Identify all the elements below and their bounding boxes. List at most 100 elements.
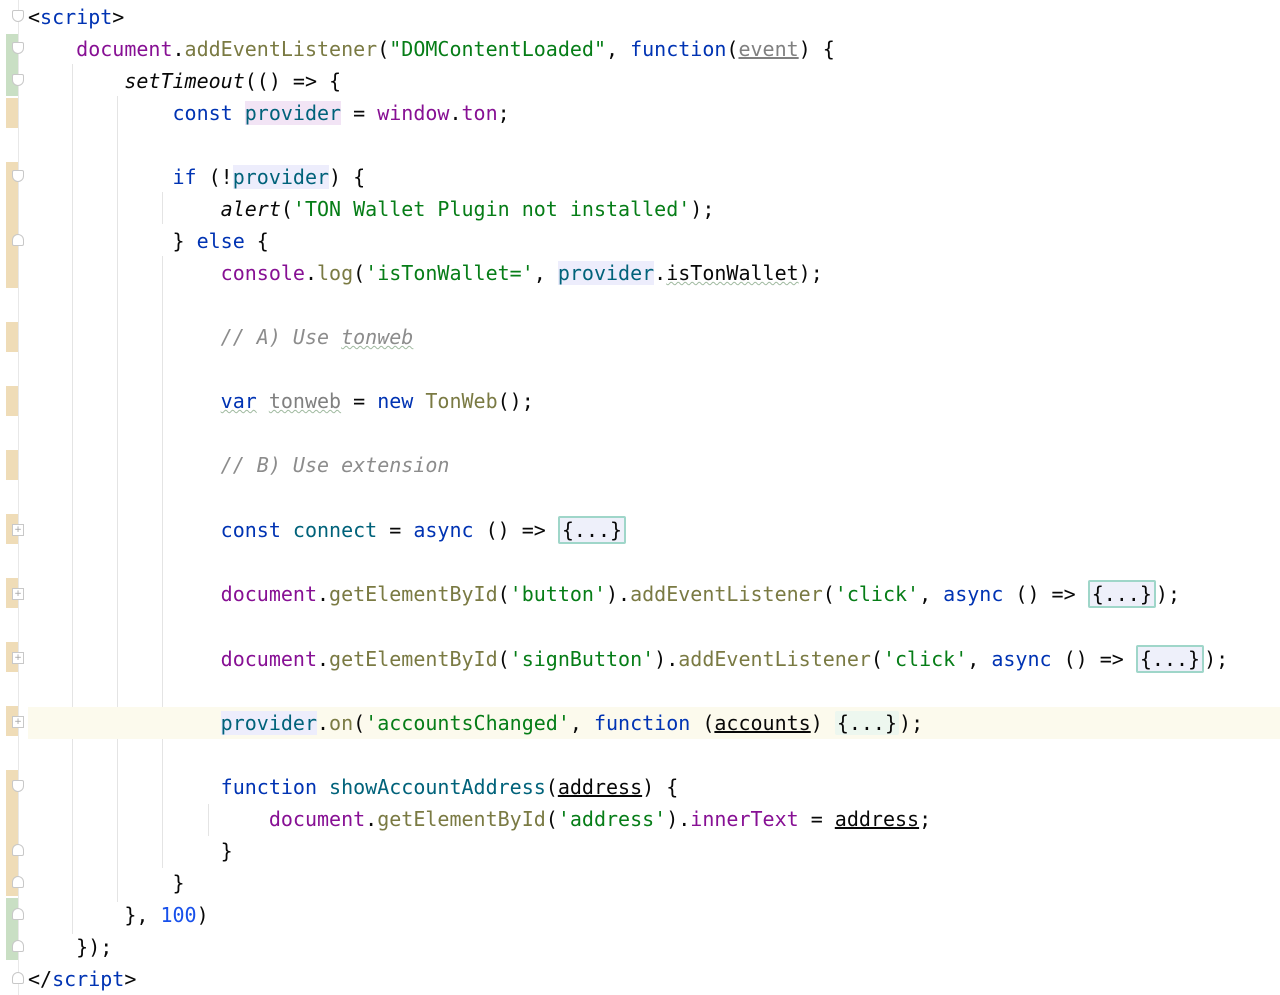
- vcs-modified-marker[interactable]: [6, 98, 18, 128]
- token: );: [690, 197, 715, 221]
- token: ton: [461, 101, 498, 125]
- token: function: [593, 711, 691, 735]
- token: =: [341, 101, 378, 125]
- code-line-15[interactable]: // B) Use extension: [28, 449, 1280, 481]
- token: .: [316, 582, 330, 606]
- token: address: [557, 775, 643, 799]
- folded-code-block[interactable]: {...}: [557, 516, 627, 544]
- vcs-modified-marker[interactable]: [6, 162, 18, 288]
- fold-collapse-icon[interactable]: [12, 10, 24, 22]
- fold-end-icon[interactable]: [12, 844, 24, 856]
- vcs-modified-marker[interactable]: [6, 322, 18, 352]
- token: "DOMContentLoaded": [389, 37, 606, 61]
- token: () =>: [1051, 647, 1136, 671]
- code-line-31[interactable]: </script>: [28, 963, 1280, 995]
- token: getElementById: [377, 807, 546, 831]
- code-line-25[interactable]: function showAccountAddress(address) {: [28, 771, 1280, 803]
- vcs-modified-marker[interactable]: [6, 770, 18, 896]
- token: // B) Use extension: [220, 453, 450, 477]
- token: script: [52, 967, 125, 991]
- token: log: [317, 261, 354, 285]
- code-line-7[interactable]: alert('TON Wallet Plugin not installed')…: [28, 193, 1280, 225]
- code-line-1[interactable]: <script>: [28, 1, 1280, 33]
- token: innerText: [690, 807, 799, 831]
- token: =: [798, 807, 835, 831]
- folded-code-block[interactable]: {...}: [1087, 580, 1156, 608]
- token: () =>: [1003, 582, 1088, 606]
- token: (() => {: [244, 69, 342, 93]
- code-line-28[interactable]: }: [28, 867, 1280, 899]
- indent-guide: [208, 804, 209, 836]
- token: document: [268, 807, 366, 831]
- token: tonweb: [268, 389, 342, 413]
- token: provider: [557, 261, 655, 285]
- token: setTimeout: [124, 69, 245, 93]
- token: document: [220, 582, 317, 606]
- code-line-17[interactable]: const connect = async () => {...}: [28, 514, 1280, 546]
- token: 'click': [834, 582, 920, 606]
- token: (: [545, 775, 558, 799]
- token: function: [630, 37, 727, 61]
- token: }: [172, 871, 185, 895]
- vcs-modified-marker[interactable]: [6, 450, 18, 480]
- code-line-9[interactable]: console.log('isTonWallet=', provider.isT…: [28, 257, 1280, 289]
- code-line-2[interactable]: document.addEventListener("DOMContentLoa…: [28, 33, 1280, 65]
- fold-expand-icon[interactable]: +: [12, 716, 24, 728]
- code-line-27[interactable]: }: [28, 835, 1280, 867]
- token: .: [654, 261, 667, 285]
- token: (: [545, 807, 558, 831]
- code-line-29[interactable]: }, 100): [28, 899, 1280, 931]
- token: (: [280, 197, 293, 221]
- token: provider: [244, 101, 342, 125]
- code-line-6[interactable]: if (!provider) {: [28, 161, 1280, 193]
- token: async: [991, 647, 1052, 671]
- fold-end-icon[interactable]: [12, 876, 24, 888]
- code-line-23-current[interactable]: provider.on('accountsChanged', function …: [28, 707, 1280, 739]
- fold-collapse-icon[interactable]: [12, 170, 24, 182]
- token: (: [353, 711, 366, 735]
- token: (: [497, 582, 510, 606]
- token: const: [172, 101, 233, 125]
- token: {: [244, 229, 269, 253]
- vcs-modified-marker[interactable]: [6, 386, 18, 416]
- token: ) {: [329, 165, 366, 189]
- code-line-13[interactable]: var tonweb = new TonWeb();: [28, 385, 1280, 417]
- fold-expand-icon[interactable]: +: [12, 588, 24, 600]
- token: });: [76, 935, 113, 959]
- token: provider: [220, 711, 317, 735]
- token: (: [690, 711, 715, 735]
- token: );: [798, 261, 823, 285]
- token: (!: [196, 165, 233, 189]
- code-line-19[interactable]: document.getElementById('button').addEve…: [28, 578, 1280, 610]
- indent-guide: [162, 192, 163, 224]
- token: }: [220, 839, 233, 863]
- fold-collapse-icon[interactable]: [12, 780, 24, 792]
- fold-collapse-icon[interactable]: [12, 74, 24, 86]
- fold-expand-icon[interactable]: +: [12, 652, 24, 664]
- code-line-8[interactable]: } else {: [28, 225, 1280, 257]
- token: ) {: [642, 775, 679, 799]
- fold-end-icon[interactable]: [12, 972, 24, 984]
- token: var: [220, 389, 257, 413]
- token: =: [341, 389, 378, 413]
- code-line-26[interactable]: document.getElementById('address').inner…: [28, 803, 1280, 835]
- token: addEventListener: [678, 647, 871, 671]
- folded-code-block[interactable]: {...}: [834, 711, 900, 735]
- code-line-30[interactable]: });: [28, 931, 1280, 963]
- code-line-21[interactable]: document.getElementById('signButton').ad…: [28, 643, 1280, 675]
- fold-end-icon[interactable]: [12, 940, 24, 952]
- token: provider: [232, 165, 330, 189]
- code-line-3[interactable]: setTimeout(() => {: [28, 65, 1280, 97]
- token: 'TON Wallet Plugin not installed': [292, 197, 691, 221]
- token: addEventListener: [630, 582, 823, 606]
- token: >: [124, 967, 137, 991]
- token: (: [353, 261, 366, 285]
- code-line-4[interactable]: const provider = window.ton;: [28, 97, 1280, 129]
- fold-end-icon[interactable]: [12, 234, 24, 246]
- fold-collapse-icon[interactable]: [12, 42, 24, 54]
- fold-expand-icon[interactable]: +: [12, 524, 24, 536]
- folded-code-block[interactable]: {...}: [1135, 645, 1205, 673]
- code-line-11[interactable]: // A) Use tonweb: [28, 321, 1280, 353]
- fold-end-icon[interactable]: [12, 908, 24, 920]
- token: (: [726, 37, 739, 61]
